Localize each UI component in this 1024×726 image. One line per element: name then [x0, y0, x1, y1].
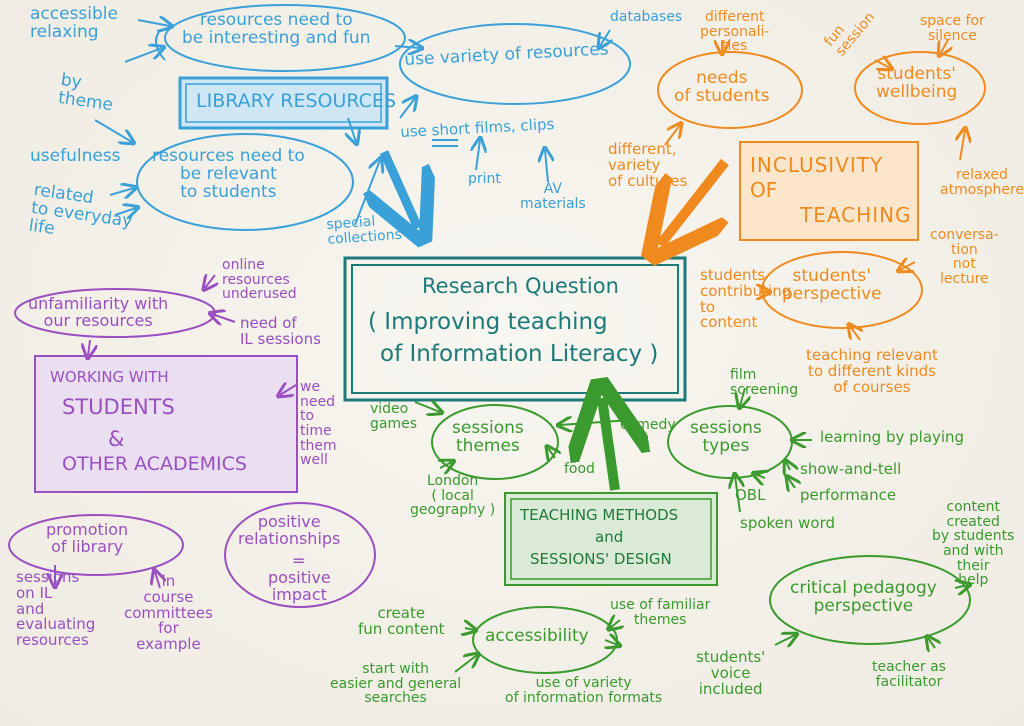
resources-relevant-node: resources need to be relevant to student…	[152, 146, 305, 202]
relaxed-atmosphere-label: relaxed atmosphere	[940, 167, 1024, 198]
library-cluster-shapes	[94, 4, 631, 230]
inclusivity-title-1: INCLUSIVITY	[750, 153, 884, 177]
special-collections-label: special collections	[325, 213, 403, 248]
by-theme-label: by theme	[57, 70, 115, 116]
familiar-themes-label: use of familiar themes	[610, 597, 711, 628]
databases-label: databases	[610, 9, 683, 25]
critical-pedagogy-node: critical pedagogy perspective	[790, 578, 937, 616]
space-for-silence-label: space for silence	[920, 13, 985, 44]
london-label: London ( local geography )	[410, 473, 496, 519]
time-them-well-label: we need to time them well	[300, 379, 337, 469]
av-materials-label: AV materials	[520, 181, 586, 212]
spoken-word-label: spoken word	[740, 514, 836, 532]
teacher-facilitator-label: teacher as facilitator	[872, 659, 946, 690]
methods-title-2: and	[595, 528, 624, 546]
inclusivity-cluster-shapes	[658, 39, 986, 341]
show-and-tell-label: show-and-tell	[800, 460, 902, 478]
sessions-types-node: sessions types	[690, 418, 762, 456]
need-il-sessions-label: need of IL sessions	[240, 314, 321, 348]
fun-content-label: create fun content	[358, 604, 445, 638]
easier-searches-label: start with easier and general searches	[330, 661, 462, 707]
food-label: food	[564, 461, 595, 477]
different-cultures-label: different, variety of cultures	[608, 140, 688, 190]
unfamiliarity-node: unfamiliarity with our resources	[28, 294, 169, 330]
performance-label: performance	[800, 486, 897, 504]
film-screening-label: film screening	[730, 367, 799, 398]
working-cluster-shapes	[8, 275, 376, 608]
usefulness-label: usefulness	[30, 146, 121, 166]
students-perspective-node: students' perspective	[782, 266, 882, 304]
students-contributing-label: students contributing to content	[700, 266, 792, 332]
positive-relationships-node: positive relationships	[238, 512, 341, 548]
information-formats-label: use of variety of information formats	[505, 675, 663, 706]
research-question-box	[343, 256, 687, 402]
working-title-4: OTHER ACADEMICS	[62, 453, 247, 475]
conversation-not-lecture-label: conversa- tion not lecture	[930, 227, 999, 288]
learning-by-playing-label: learning by playing	[820, 428, 965, 446]
accessible-relaxing-label: accessible relaxing	[30, 4, 118, 42]
research-question-line-2: of Information Literacy )	[380, 341, 659, 367]
accessibility-node: accessibility	[485, 626, 589, 646]
students-voice-label: students' voice included	[696, 648, 766, 698]
students-wellbeing-node: students' wellbeing	[876, 64, 958, 102]
needs-of-students-node: needs of students	[674, 68, 770, 106]
equals-sign: =	[292, 551, 306, 570]
methods-cluster-shapes	[414, 388, 970, 674]
methods-title-1: TEACHING METHODS	[520, 506, 679, 524]
inclusivity-title-3: TEACHING	[800, 203, 912, 227]
relevant-courses-label: teaching relevant to different kinds of …	[806, 346, 938, 396]
online-resources-label: online resources underused	[222, 257, 297, 303]
sessions-on-il-label: sessions on IL and evaluating resources	[16, 568, 96, 649]
resources-interesting-node: resources need to be interesting and fun	[182, 10, 371, 48]
research-question-line-1: ( Improving teaching	[368, 309, 608, 335]
print-label: print	[468, 171, 501, 187]
methods-title-3: SESSIONS' DESIGN	[530, 550, 672, 568]
sessions-themes-node: sessions themes	[452, 418, 524, 456]
library-resources-title: LIBRARY RESOURCES	[196, 90, 397, 112]
research-question-title: Research Question	[422, 274, 619, 298]
course-committees-label: in course committees for example	[124, 572, 213, 653]
content-created-by-students-label: content created by students and with the…	[932, 499, 1015, 589]
working-title-3: &	[108, 427, 125, 451]
working-title-1: WORKING WITH	[50, 368, 169, 386]
comedy-label: comedy	[620, 417, 676, 433]
positive-impact-node: positive impact	[268, 568, 331, 604]
different-personalities-label: different personali- ties	[700, 9, 770, 55]
promotion-of-library-node: promotion of library	[46, 520, 129, 556]
inclusivity-title-2: OF	[750, 178, 778, 202]
video-games-label: video games	[370, 401, 418, 432]
obl-label: OBL	[735, 486, 766, 504]
working-title-2: STUDENTS	[62, 395, 175, 419]
